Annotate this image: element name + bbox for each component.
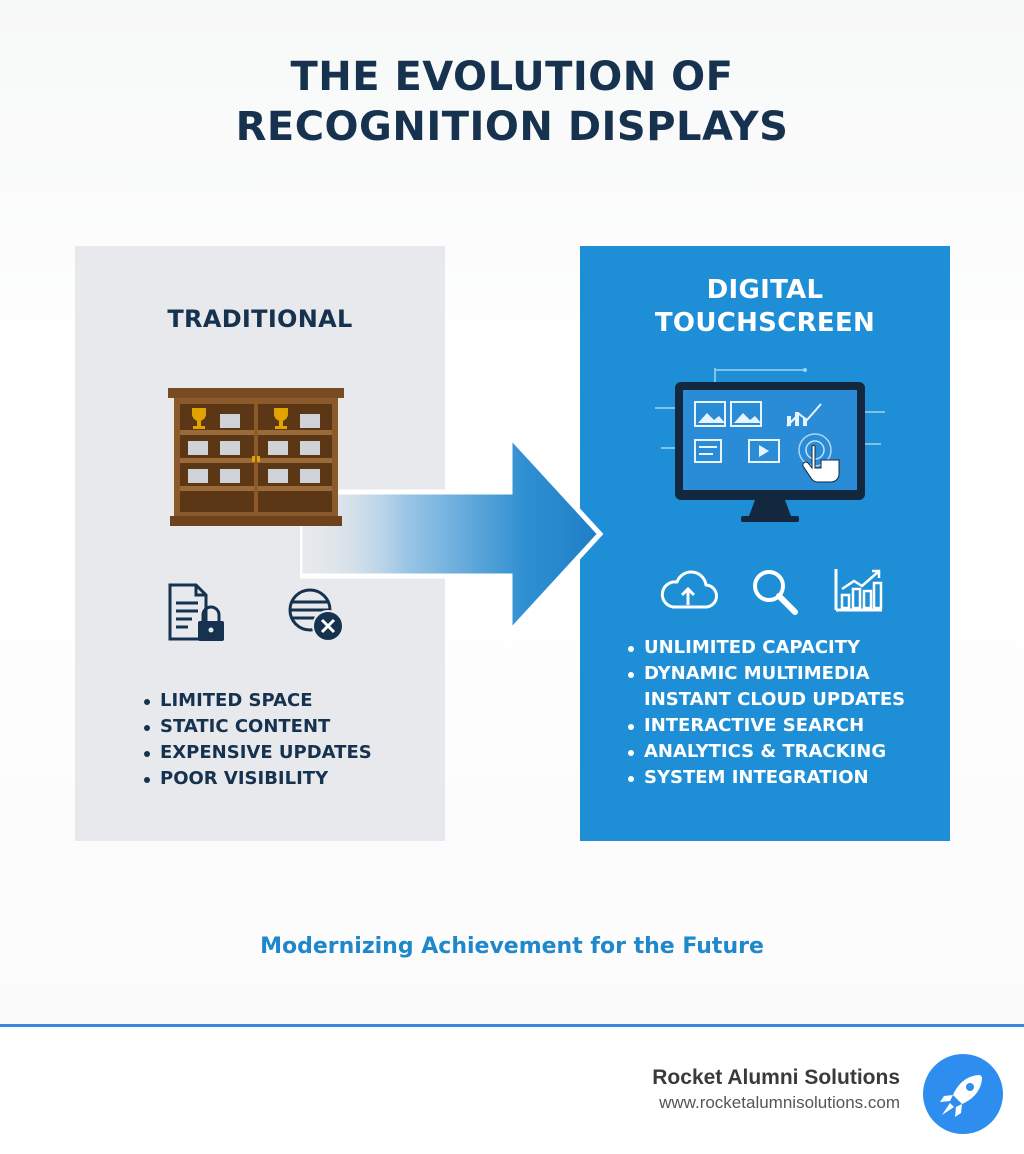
digital-item: DYNAMIC MULTIMEDIA <box>628 661 905 687</box>
page-title: THE EVOLUTION OF RECOGNITION DISPLAYS <box>0 52 1024 152</box>
title-line-2: RECOGNITION DISPLAYS <box>235 104 789 150</box>
traditional-content: TRADITIONAL <box>75 246 445 841</box>
footer-divider <box>0 1024 1024 1027</box>
traditional-item: EXPENSIVE UPDATES <box>144 740 372 766</box>
search-icon <box>753 570 798 615</box>
digital-item: UNLIMITED CAPACITY <box>628 635 905 661</box>
traditional-item: STATIC CONTENT <box>144 714 372 740</box>
title-line-1: THE EVOLUTION OF <box>290 54 734 100</box>
cloud-upload-icon <box>660 570 718 609</box>
footer <box>0 1027 1024 1154</box>
rocket-logo-icon[interactable] <box>922 1053 1004 1135</box>
locked-document-icon <box>168 583 224 641</box>
digital-panel <box>580 246 950 841</box>
traditional-heading: TRADITIONAL <box>167 305 353 333</box>
brand-name: Rocket Alumni Solutions <box>652 1066 900 1089</box>
tagline: Modernizing Achievement for the Future <box>260 934 764 959</box>
bar-chart-icon <box>834 569 883 612</box>
brand-url[interactable]: www.rocketalumnisolutions.com <box>659 1093 900 1112</box>
digital-item: INSTANT CLOUD UPDATES <box>644 689 906 710</box>
traditional-item: POOR VISIBILITY <box>144 766 372 792</box>
digital-item: INTERACTIVE SEARCH <box>628 713 905 739</box>
traditional-list: LIMITED SPACE STATIC CONTENT EXPENSIVE U… <box>144 688 372 792</box>
transition-arrow-icon <box>300 436 604 636</box>
digital-content: DIGITAL TOUCHSCREEN <box>580 246 950 841</box>
digital-heading: DIGITAL TOUCHSCREEN <box>580 274 950 340</box>
digital-heading-line-2: TOUCHSCREEN <box>654 308 876 338</box>
digital-list: UNLIMITED CAPACITY DYNAMIC MULTIMEDIA IN… <box>628 635 905 791</box>
touchscreen-monitor-icon <box>655 368 885 522</box>
no-access-globe-icon <box>288 588 344 642</box>
digital-item: SYSTEM INTEGRATION <box>628 765 905 791</box>
digital-heading-line-1: DIGITAL <box>706 275 824 305</box>
traditional-item: LIMITED SPACE <box>144 688 372 714</box>
trophy-cabinet-icon <box>168 388 344 526</box>
digital-item: ANALYTICS & TRACKING <box>628 739 905 765</box>
